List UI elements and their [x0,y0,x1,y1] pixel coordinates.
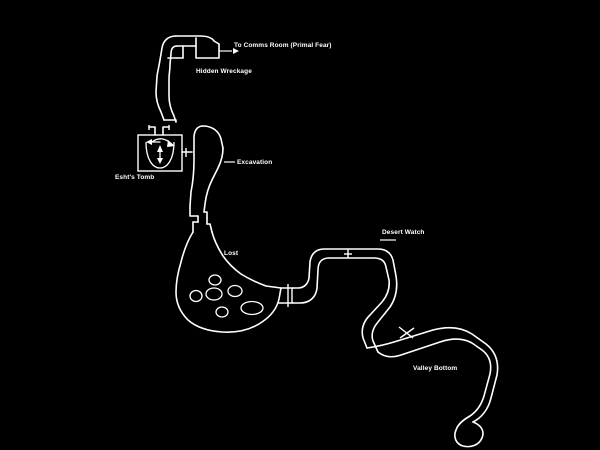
label-valley-bottom: Valley Bottom [413,365,458,372]
comms-room-leader [219,48,239,54]
label-desert-watch: Desert Watch [382,229,425,236]
label-lost: Lost [224,250,239,257]
valley-bottom-tunnel [366,326,499,448]
lost-chamber [175,231,294,333]
label-comms-room: To Comms Room (Primal Fear) [234,42,332,49]
tomb-detail-inset [137,125,193,172]
chamber-rock-features [189,274,264,318]
excavation-shaft [189,125,235,233]
upper-entrance-passage [155,35,220,123]
label-eshts-tomb: Esht's Tomb [115,174,155,181]
label-excavation: Excavation [237,159,273,166]
label-hidden-wreckage: Hidden Wreckage [196,68,252,75]
desert-watch-tunnel [292,239,415,353]
